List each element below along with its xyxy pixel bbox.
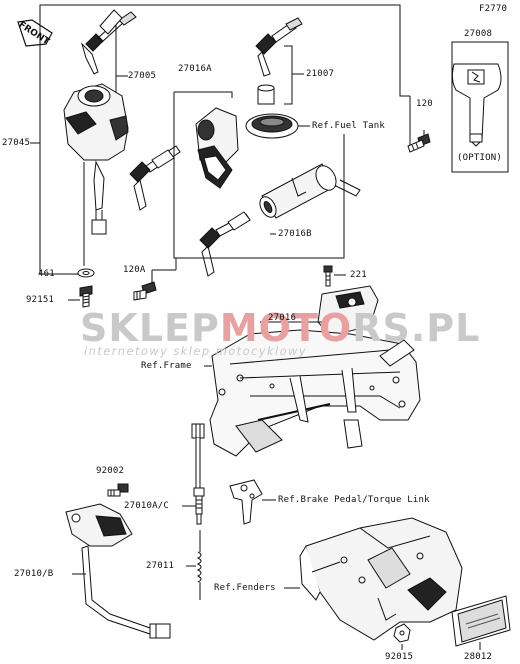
label-28012: 28012 [464, 652, 493, 662]
label-27010b: 27010/B [14, 569, 54, 579]
spring-27011-icon [196, 530, 202, 600]
helmet-lock-cylinder-icon [259, 163, 361, 219]
fender-icon [299, 517, 463, 641]
label-92151: 92151 [26, 295, 55, 305]
bolt-92151-icon [79, 285, 93, 308]
label-27008: 27008 [464, 29, 493, 39]
washer-461-icon [77, 268, 95, 278]
watermark-part2: MOTO [219, 306, 353, 350]
label-27045: 27045 [2, 138, 31, 148]
label-92015: 92015 [385, 652, 414, 662]
watermark-tagline: internetowy sklep motocyklowy [84, 344, 308, 358]
figure-code: F2770 [479, 4, 508, 14]
bolt-221-icon [323, 265, 333, 287]
label-120: 120 [416, 99, 433, 109]
label-21007: 21007 [306, 69, 335, 79]
label-ref-frame: Ref.Frame [141, 361, 192, 371]
label-ref-brake: Ref.Brake Pedal/Torque Link [278, 495, 430, 505]
label-461: 461 [38, 269, 55, 279]
bolt-92002-icon [107, 483, 129, 497]
label-27016b: 27016B [278, 229, 312, 239]
label-27005: 27005 [128, 71, 157, 81]
option-frame [451, 41, 509, 173]
ignition-switch-icon [63, 83, 129, 235]
label-ref-fenders: Ref.Fenders [214, 583, 276, 593]
keys-27016a-icon [129, 145, 181, 211]
fuel-tank-cap-icon [245, 113, 299, 139]
seat-lock-icon [195, 107, 239, 189]
bolt-120a-icon [133, 281, 157, 301]
sensor-27010ac-icon [191, 423, 205, 525]
bolt-120-icon [407, 133, 431, 153]
watermark-part3: RS.PL [352, 306, 481, 350]
label-27010ac: 27010A/C [124, 501, 169, 511]
frame-icon [209, 329, 421, 457]
bracket-27045 [30, 4, 410, 144]
watermark-part1: SKLEP [80, 306, 220, 350]
brake-bracket-icon [229, 479, 263, 525]
label-27011: 27011 [146, 561, 175, 571]
label-27016: 27016 [268, 313, 297, 323]
label-option: (OPTION) [457, 153, 502, 163]
label-ref-fuel-tank: Ref.Fuel Tank [312, 121, 386, 131]
label-27016a: 27016A [178, 64, 212, 74]
switch-27010b-icon [65, 503, 171, 639]
front-arrow-icon [17, 19, 53, 47]
keys-27005-icon [80, 9, 137, 75]
label-120a: 120A [123, 265, 146, 275]
keys-21007-icon [255, 17, 303, 77]
label-92002: 92002 [96, 466, 125, 476]
nut-92015-icon [393, 623, 411, 643]
keys-27016b-icon [199, 211, 251, 277]
watermark-brand: SKLEPMOTORS.PL [80, 308, 480, 348]
reflector-28012-icon [451, 595, 511, 647]
label-221: 221 [350, 270, 367, 280]
key-27008-icon [451, 63, 502, 147]
